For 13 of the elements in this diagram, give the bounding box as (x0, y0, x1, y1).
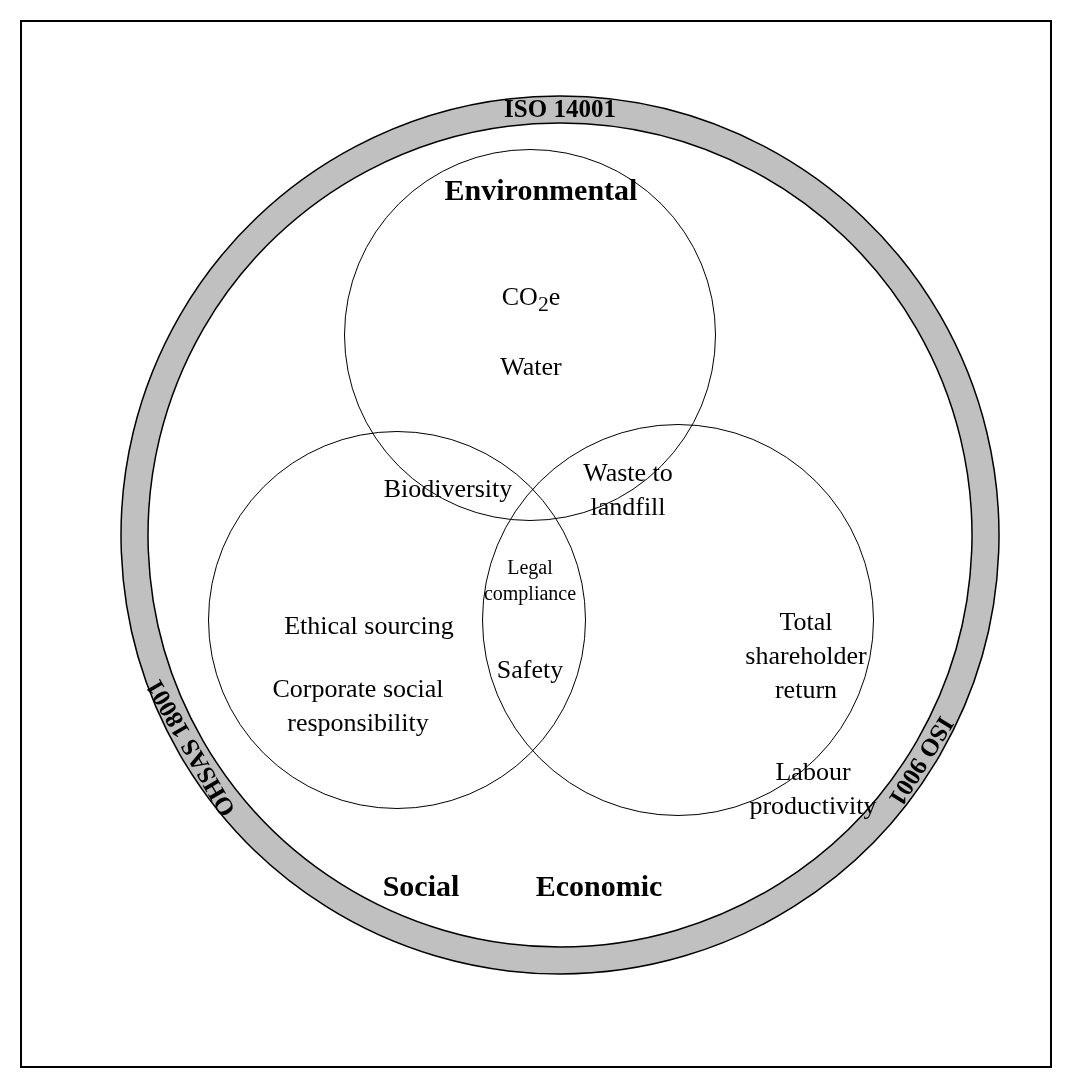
metric-label: Ethical sourcing (284, 610, 454, 643)
metric-label: CO$_{2}$e (501, 280, 561, 318)
ring-band (120, 95, 1000, 975)
metric-label: Total shareholder return (744, 606, 868, 706)
circle-heading: Economic (535, 867, 663, 904)
overlap-label: Legal compliance (482, 555, 578, 606)
metric-label: Water (500, 351, 562, 384)
metric-label: Corporate social responsibility (271, 673, 445, 739)
circle-heading: Environmental (444, 171, 638, 208)
circle-heading: Social (382, 867, 460, 904)
overlap-label: Safety (496, 654, 564, 687)
overlap-label: Waste to landfill (582, 457, 674, 523)
ring-label: ISO 14001 (504, 93, 616, 124)
